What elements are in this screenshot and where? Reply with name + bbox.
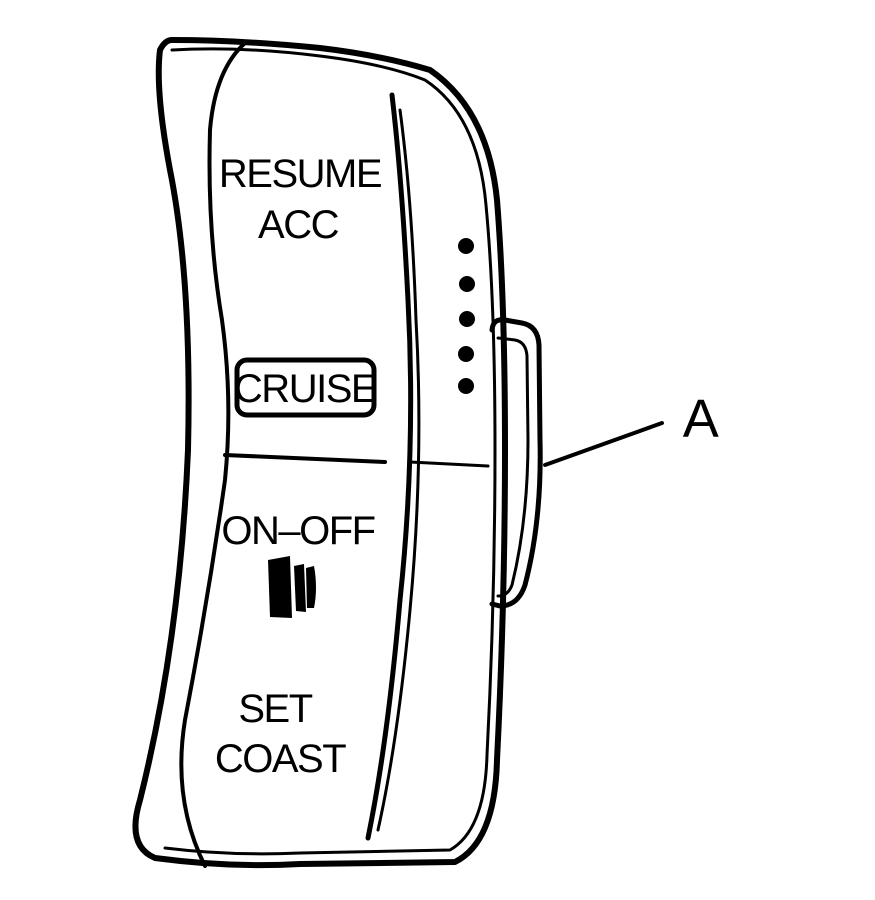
dot-icon [459,276,475,292]
indicator-dots [458,238,475,394]
coast-label: COAST [215,737,346,781]
cruise-label-box [234,357,377,418]
button-split-line-side [408,460,490,468]
front-face-left-edge [179,41,247,868]
acc-label: ACC [258,203,339,247]
cruise-label: CRUISE [234,367,376,411]
dot-icon [458,378,474,394]
callout-a-letter: A [683,389,719,449]
lever-outer-shell [132,37,508,869]
lever-inner-rim [163,47,497,856]
rear-tab-inner [496,336,530,598]
button-split-line [223,453,387,464]
dot-icon [459,311,475,327]
on-off-label: ON–OFF [221,509,374,553]
dot-icon [458,346,474,362]
resume-label: RESUME [219,152,381,196]
dot-icon [458,238,474,254]
face-divider-groove [365,92,414,841]
callout-a-leader [543,421,664,467]
face-divider-groove-shadow [376,108,421,832]
set-label: SET [238,687,312,731]
on-off-switch-icon [268,556,316,618]
